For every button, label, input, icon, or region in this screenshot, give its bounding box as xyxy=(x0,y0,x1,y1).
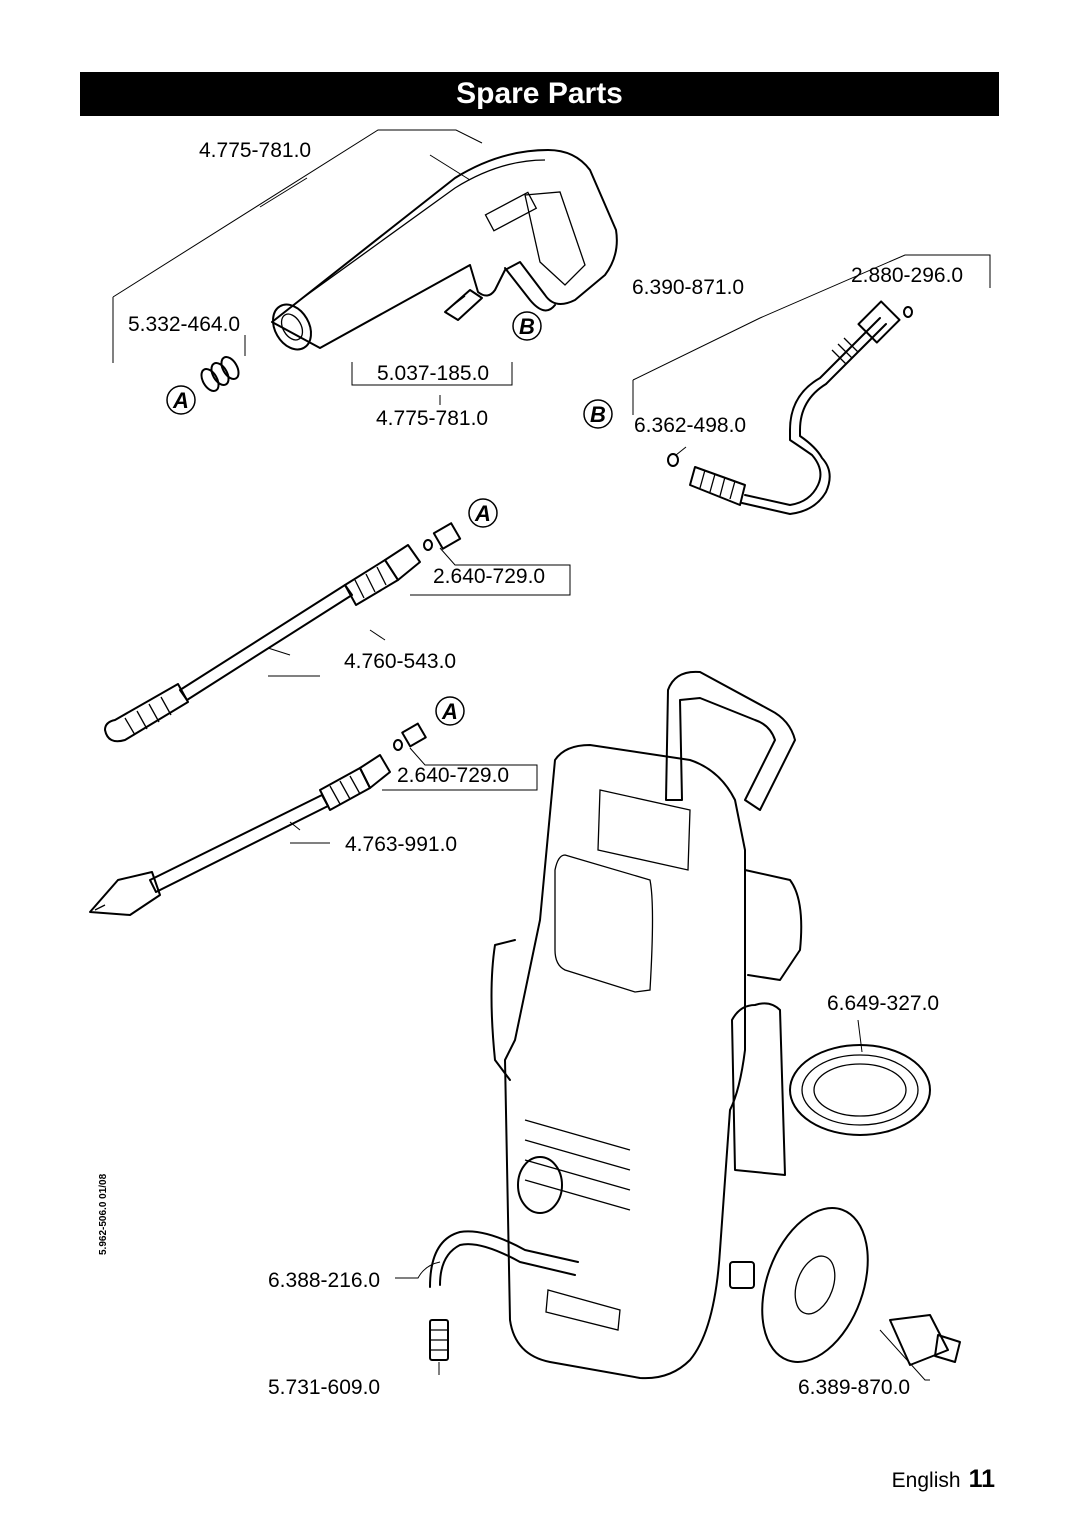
svg-text:A: A xyxy=(474,501,491,526)
svg-text:A: A xyxy=(172,388,189,413)
footer-language: English xyxy=(891,1469,961,1492)
svg-text:B: B xyxy=(519,314,535,339)
spray-gun-illustration xyxy=(200,149,618,392)
part-number-nozzle-2: 2.640-729.0 xyxy=(397,764,509,787)
callout-b-gun: B xyxy=(512,311,542,341)
callout-a-gun: A xyxy=(166,385,196,415)
part-number-hose-top: 6.390-871.0 xyxy=(632,276,744,299)
part-number-gun-top: 4.775-781.0 xyxy=(199,139,311,162)
callout-b-hose: B xyxy=(583,399,613,429)
part-number-hose-oring: 2.880-296.0 xyxy=(851,264,963,287)
hose-leader-lines xyxy=(632,254,991,456)
part-number-filter: 5.731-609.0 xyxy=(268,1376,380,1399)
svg-text:A: A xyxy=(441,699,458,724)
pressure-washer-illustration xyxy=(429,670,961,1380)
part-number-lance-1: 4.760-543.0 xyxy=(344,650,456,673)
part-number-suction-hose: 6.388-216.0 xyxy=(268,1269,380,1292)
gun-leader-lines xyxy=(112,129,513,405)
part-number-clip: 5.037-185.0 xyxy=(377,362,489,385)
part-number-hose-end: 6.362-498.0 xyxy=(634,414,746,437)
page-title: Spare Parts xyxy=(80,72,999,116)
document-reference: 5.962-506.0 01/08 xyxy=(98,1173,109,1255)
lance-1-illustration xyxy=(104,522,462,743)
page-footer: English 11 xyxy=(892,1465,995,1494)
part-number-hose-reel: 6.649-327.0 xyxy=(827,992,939,1015)
svg-text:B: B xyxy=(590,402,606,427)
hose-illustration xyxy=(667,300,913,515)
lance-1-leader-lines xyxy=(267,547,571,677)
callout-a-lance-2: A xyxy=(435,696,465,726)
lance-2-illustration xyxy=(89,722,427,916)
part-number-nozzle-1: 2.640-729.0 xyxy=(433,565,545,588)
part-number-gun-bottom: 4.775-781.0 xyxy=(376,407,488,430)
part-number-lance-2: 4.763-991.0 xyxy=(345,833,457,856)
lance-2-leader-lines xyxy=(289,747,538,844)
unit-leader-lines xyxy=(395,1019,930,1381)
part-number-coupling: 6.389-870.0 xyxy=(798,1376,910,1399)
page-title-text: Spare Parts xyxy=(456,77,623,110)
callout-a-lance-1: A xyxy=(468,498,498,528)
part-number-seal-set: 5.332-464.0 xyxy=(128,313,240,336)
page-number: 11 xyxy=(968,1465,995,1493)
